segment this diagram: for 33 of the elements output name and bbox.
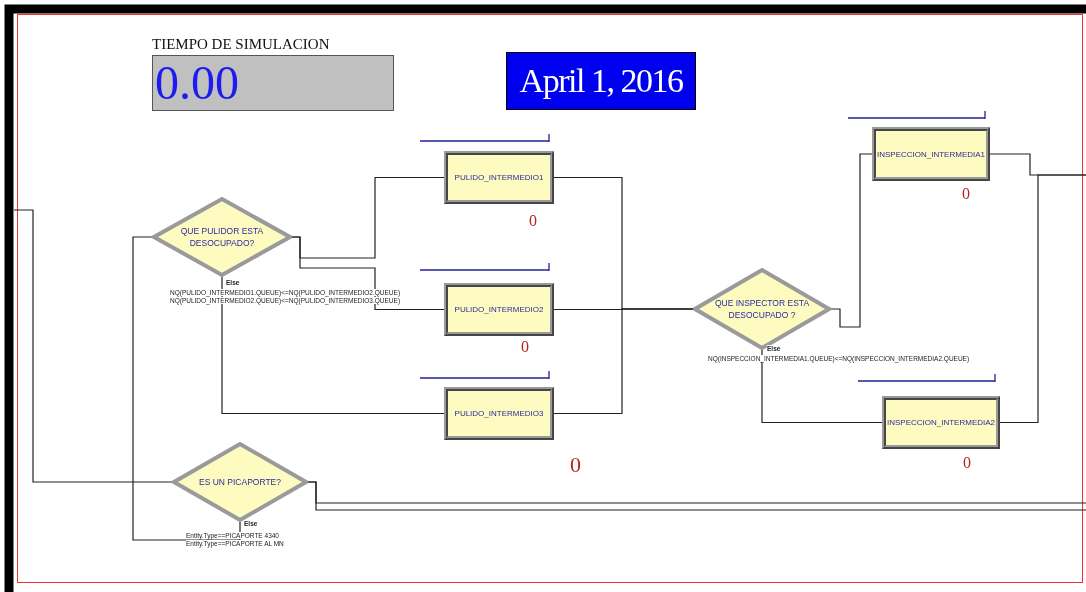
queue-count: 0 — [963, 454, 971, 472]
decision-diamond — [172, 442, 308, 522]
decision-label: QUE PULIDOR ESTA DESOCUPADO? — [179, 225, 265, 249]
process-label: PULIDO_INTERMEDIO1 — [454, 173, 544, 182]
queue-count: 0 — [962, 185, 970, 203]
queue-count: 0 — [570, 452, 581, 478]
decision-diamond — [693, 268, 831, 350]
connector-line — [221, 276, 445, 415]
connector-line — [553, 308, 694, 415]
queue-count: 0 — [529, 212, 537, 230]
decision-diamond — [152, 197, 292, 277]
connector-line — [307, 481, 1086, 511]
process-box — [872, 127, 990, 181]
process-box — [444, 151, 554, 204]
connector-line — [291, 236, 445, 311]
timer-display: 0.00 — [152, 55, 394, 111]
process-label: PULIDO_INTERMEDIO3 — [454, 409, 544, 418]
process-label: INSPECCION_INTERMEDIA1 — [877, 149, 985, 159]
process-box — [882, 396, 1000, 449]
queue-count: 0 — [521, 338, 529, 356]
connector-line — [132, 236, 241, 541]
connector-line — [999, 174, 1086, 424]
process-box — [444, 387, 554, 440]
date-display: April 1, 2016 — [506, 52, 696, 110]
decision-label: QUE INSPECTOR ESTA DESOCUPADO ? — [713, 297, 811, 321]
process-label: INSPECCION_INTERMEDIA2 — [887, 418, 995, 427]
connector-line — [13, 209, 173, 483]
process-label: PULIDO_INTERMEDIO2 — [454, 305, 544, 314]
timer-heading: TIEMPO DE SIMULACION — [152, 36, 330, 53]
process-box — [444, 283, 554, 336]
connector-line — [761, 349, 883, 424]
decision-label: ES UN PICAPORTE? — [197, 476, 282, 488]
connector-line — [830, 153, 873, 328]
